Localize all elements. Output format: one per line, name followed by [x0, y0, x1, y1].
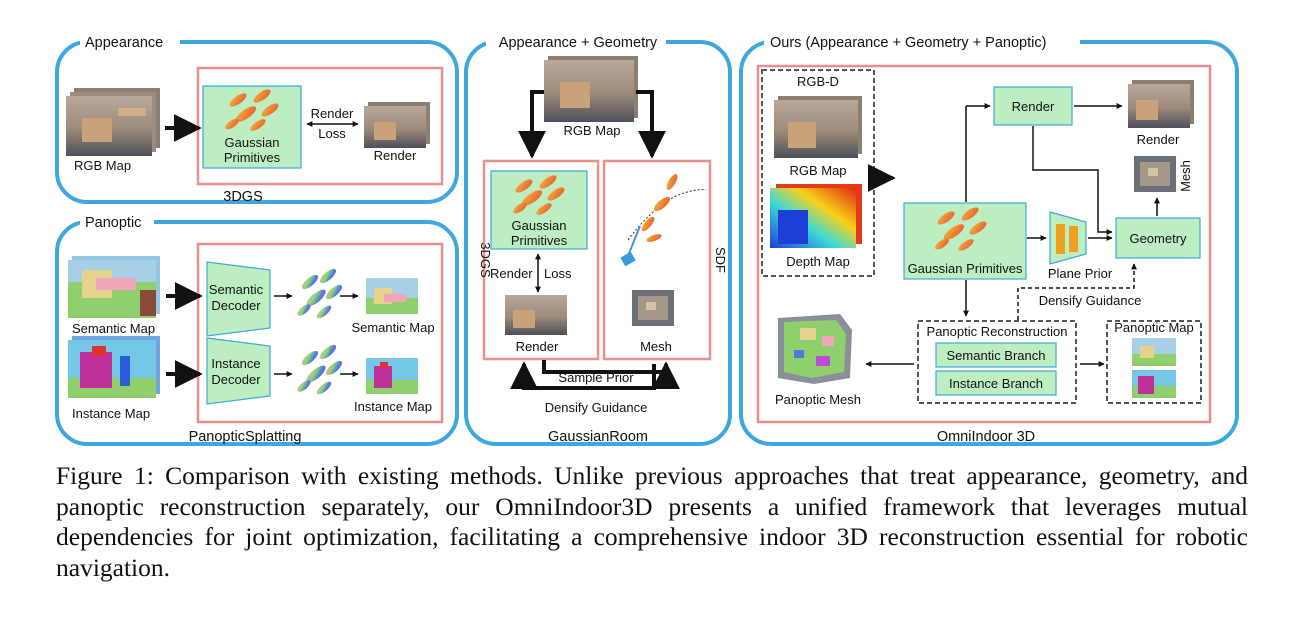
method-panopticsplatting-label: PanopticSplatting [189, 429, 302, 445]
ag-render-loss-label-1: Render [490, 266, 533, 281]
instance-output-label: Instance Map [354, 399, 432, 414]
instance-decoder-label-1: Instance [211, 356, 260, 371]
ag-gaussian-primitives-box: Gaussian Primitives [490, 170, 588, 250]
ours-rgb-map-label: RGB Map [789, 163, 846, 178]
ag-sdf-branch-box [602, 159, 712, 361]
ag-primitives-label-2: Primitives [511, 233, 568, 248]
ag-sample-prior-label: Sample Prior [558, 370, 634, 385]
panel-panoptic-title: Panoptic [85, 215, 141, 231]
panel-panoptic-border [55, 220, 459, 446]
ag-densify-guidance-label: Densify Guidance [545, 400, 648, 415]
plane-prior-module [1049, 211, 1087, 265]
ours-densify-guidance-label: Densify Guidance [1039, 293, 1142, 308]
panoptic-mesh-image [778, 314, 852, 384]
panoptic-inner-box [196, 242, 444, 424]
semantic-decoder-label-1: Semantic [209, 282, 264, 297]
panel-appearance: Appearance RGB Map Gaussian Primitives [55, 32, 459, 205]
instance-decoder-box: Instance Decoder [206, 337, 271, 405]
panoptic-reconstruction-label: Panoptic Reconstruction [927, 324, 1068, 339]
semantic-branch-label: Semantic Branch [947, 348, 1046, 363]
instance-decoder-label-2: Decoder [211, 372, 261, 387]
ag-gaussian-ellipses-icon [513, 175, 565, 215]
panel-panoptic: Panoptic Semantic Map Instance Map Seman… [55, 212, 459, 446]
panel-appearance-border [55, 40, 459, 204]
render-loss-label-1: Render [311, 106, 354, 121]
gaussian-primitives-label-1: Gaussian [225, 135, 280, 150]
figure-caption: Figure 1: Comparison with existing metho… [56, 461, 1248, 582]
gaussian-primitives-label-2: Primitives [224, 150, 281, 165]
ag-render-loss-label-2: Loss [544, 266, 572, 281]
ours-primitives-label: Gaussian Primitives [908, 261, 1023, 276]
panoptic-map-instance-image [1132, 370, 1176, 398]
panoptic-map-semantic-image [1132, 338, 1176, 366]
ours-inner-box [756, 64, 1212, 424]
rgbd-label: RGB-D [797, 74, 839, 89]
ours-render-box: Render [993, 86, 1073, 126]
panoptic-gaussians-semantic-icon [297, 268, 343, 319]
semantic-branch-box: Semantic Branch [935, 342, 1057, 368]
rgbd-dashed-box [761, 69, 875, 277]
ours-geometry-label: Geometry [1129, 231, 1187, 246]
instance-map-image [68, 336, 160, 398]
ag-render-label: Render [516, 339, 559, 354]
ours-render-output-label: Render [1137, 132, 1180, 147]
ag-3dgs-branch-label: 3DGS [478, 242, 493, 278]
method-gaussianroom-label: GaussianRoom [548, 429, 648, 445]
semantic-map-image [68, 256, 160, 318]
ag-mesh-image [632, 290, 674, 326]
semantic-output-label: Semantic Map [351, 320, 434, 335]
ours-geometry-box: Geometry [1115, 217, 1201, 259]
panoptic-mesh-label: Panoptic Mesh [775, 392, 861, 407]
ours-mesh-image [1134, 156, 1176, 192]
method-3dgs-label: 3DGS [223, 189, 263, 205]
ours-render-output-image [1128, 80, 1194, 128]
panoptic-map-label: Panoptic Map [1114, 320, 1194, 335]
render-output-label: Render [374, 148, 417, 163]
semantic-output-image [366, 278, 418, 314]
semantic-decoder-box: Semantic Decoder [206, 261, 271, 337]
instance-map-label: Instance Map [72, 406, 150, 421]
panel-appearance-geometry-title: Appearance + Geometry [499, 35, 658, 51]
gaussian-primitives-box: Gaussian Primitives [202, 85, 302, 169]
ours-gaussian-primitives-box: Gaussian Primitives [903, 202, 1027, 280]
ag-rgb-map-label: RGB Map [563, 123, 620, 138]
ours-mesh-label: Mesh [1178, 160, 1193, 192]
panel-appearance-geometry: Appearance + Geometry RGB Map 3DGS SDF G… [464, 32, 732, 446]
ag-rgb-map-image [544, 56, 638, 122]
ours-render-box-label: Render [1012, 99, 1055, 114]
gaussian-ellipses-icon [225, 89, 279, 131]
panoptic-gaussians-instance-icon [297, 344, 343, 395]
ag-mesh-label: Mesh [640, 339, 672, 354]
ag-sdf-branch-label: SDF [713, 247, 728, 273]
plane-prior-label: Plane Prior [1048, 266, 1113, 281]
ag-3dgs-branch-box [482, 159, 600, 361]
instance-output-image [366, 358, 418, 394]
panel-appearance-title: Appearance [85, 35, 163, 51]
panel-ours: Ours (Appearance + Geometry + Panoptic) … [739, 32, 1239, 446]
render-loss-label-2: Loss [318, 126, 346, 141]
semantic-decoder-label-2: Decoder [211, 298, 261, 313]
ag-primitives-label-1: Gaussian [512, 218, 567, 233]
instance-branch-box: Instance Branch [935, 370, 1057, 396]
depth-map-label: Depth Map [786, 254, 850, 269]
method-comparison-figure: Appearance RGB Map Gaussian Primitives [55, 32, 1239, 446]
ag-render-image [505, 295, 567, 335]
render-output-image [364, 102, 430, 148]
semantic-map-label: Semantic Map [72, 321, 155, 336]
sdf-visualization-icon [620, 174, 707, 267]
rgb-map-image [66, 88, 160, 156]
method-omniindoor3d-label: OmniIndoor 3D [937, 429, 1035, 445]
ours-gaussian-ellipses-icon [935, 207, 987, 251]
rgb-map-label: RGB Map [74, 158, 131, 173]
instance-branch-label: Instance Branch [949, 376, 1043, 391]
panel-ours-title: Ours (Appearance + Geometry + Panoptic) [770, 35, 1046, 51]
depth-map-image [770, 184, 862, 248]
ours-rgb-map-image [774, 96, 862, 158]
